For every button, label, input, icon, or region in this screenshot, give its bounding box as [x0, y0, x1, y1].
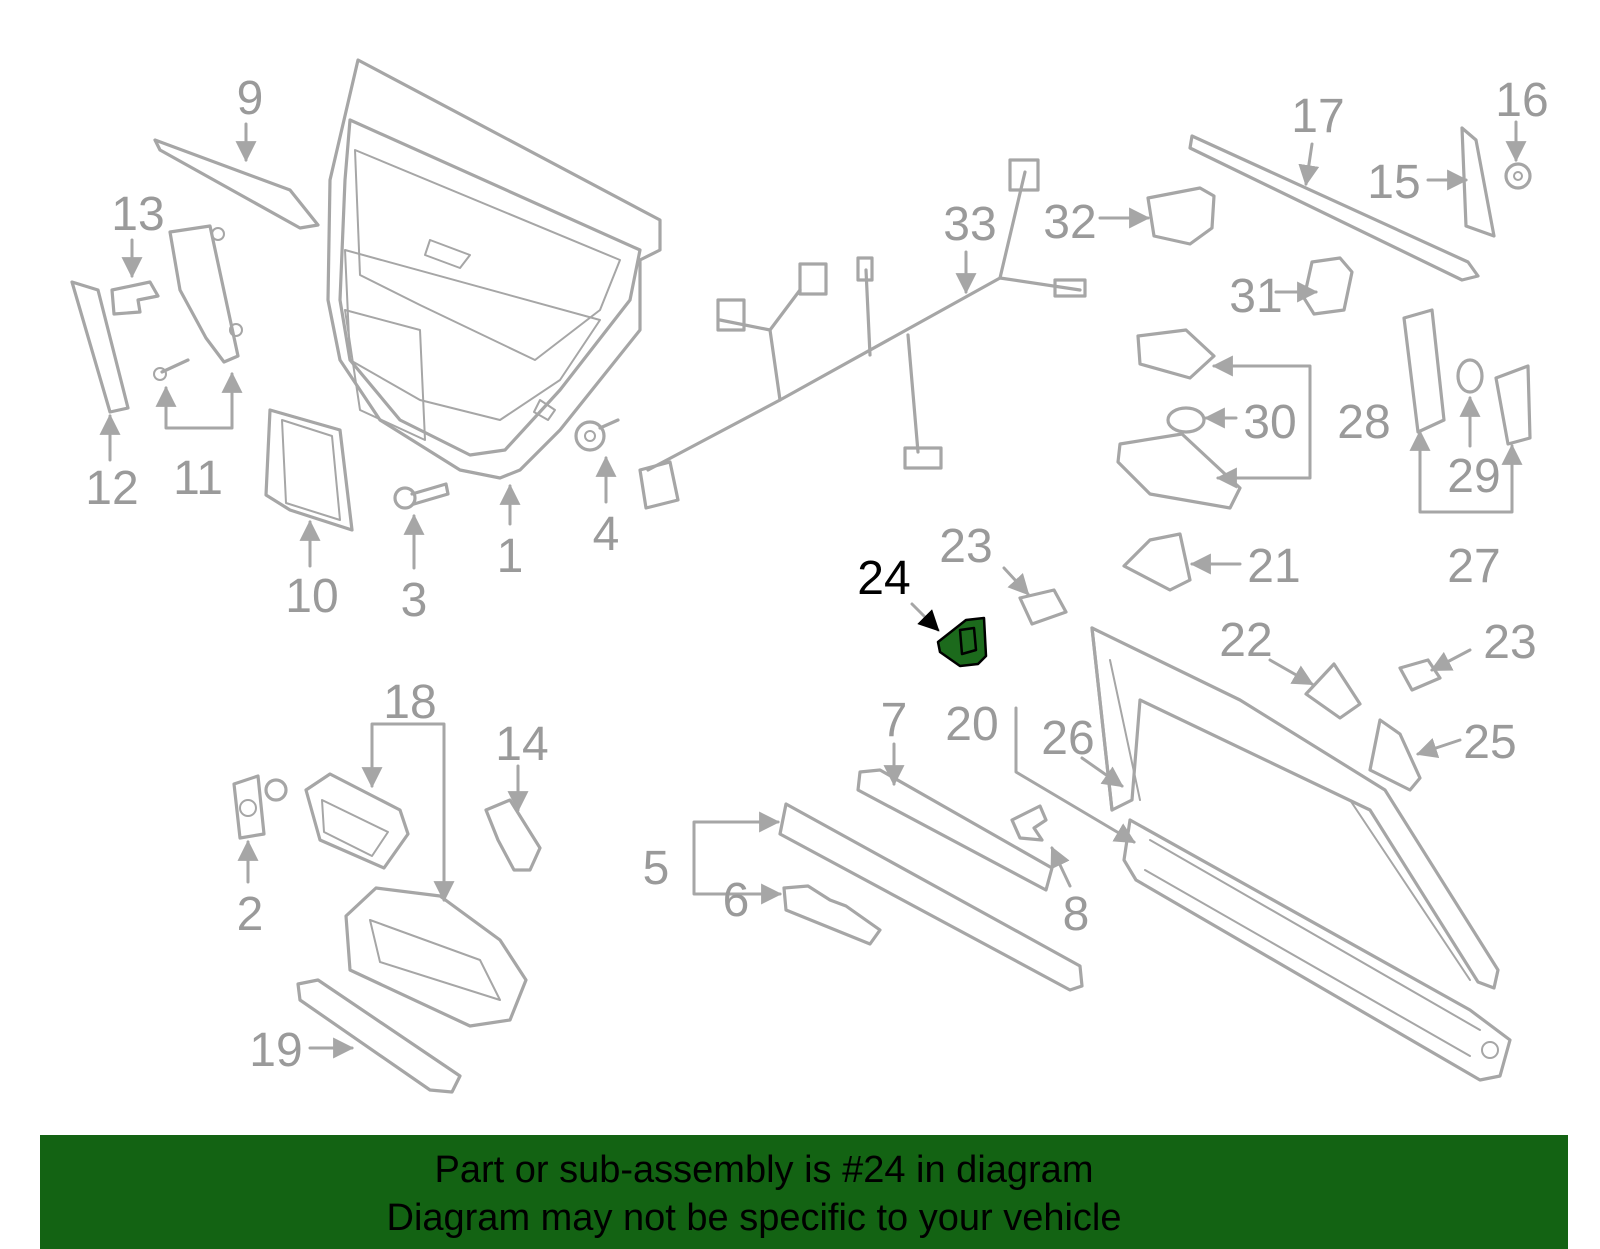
part-21-clip: [1122, 532, 1192, 592]
part-15-trim: [1460, 126, 1496, 238]
callout-13: 13: [111, 188, 164, 241]
callout-6: 6: [723, 874, 750, 927]
part-7-strip: [856, 768, 1054, 892]
callout-8: 8: [1063, 888, 1090, 941]
part-25-bracket: [1368, 718, 1422, 792]
part-5-rail: [778, 802, 1084, 992]
part-13-clip: [110, 280, 160, 316]
info-banner: Part or sub-assembly is #24 in diagram D…: [40, 1135, 1568, 1249]
leader-lines: [99, 120, 1527, 1059]
part-8-seal: [1010, 804, 1048, 842]
part-3-screw: [393, 482, 450, 510]
part-2-clip: [232, 774, 288, 840]
callout-7: 7: [881, 694, 908, 747]
callout-29: 29: [1447, 450, 1500, 503]
callout-25: 25: [1463, 716, 1516, 769]
part-22-guide: [1304, 662, 1362, 720]
callout-23: 23: [939, 520, 992, 573]
callout-5: 5: [643, 842, 670, 895]
callout-1: 1: [497, 530, 524, 583]
callout-17: 17: [1291, 90, 1344, 143]
callout-21: 21: [1247, 540, 1300, 593]
callout-19: 19: [249, 1024, 302, 1077]
callout-31: 31: [1229, 270, 1282, 323]
part-11-handle-bracket: [153, 224, 243, 381]
part-12-trim-strip: [70, 280, 130, 414]
callout-32: 32: [1043, 196, 1096, 249]
callout-18: 18: [383, 676, 436, 729]
callout-labels: 1 2 3 4 5 6 7 8 9 10 11 12 13 14 15 16 1…: [85, 72, 1548, 1077]
part-23-pad-right: [1398, 658, 1442, 692]
callout-28: 28: [1337, 396, 1390, 449]
part-23-pad: [1018, 588, 1068, 626]
part-10-cover: [264, 408, 354, 532]
callout-27: 27: [1447, 540, 1500, 593]
callout-23-right: 23: [1483, 616, 1536, 669]
callout-11: 11: [173, 452, 223, 505]
callout-14: 14: [495, 718, 548, 771]
part-31-switch: [1302, 256, 1354, 316]
callout-24-highlighted: 24: [857, 552, 910, 605]
callout-12: 12: [85, 462, 138, 515]
part-19-panel: [296, 978, 462, 1094]
part-1-door-trim-panel: [326, 58, 662, 480]
callout-10: 10: [285, 570, 338, 623]
callout-3: 3: [401, 574, 428, 627]
callout-30: 30: [1243, 396, 1296, 449]
part-17-strip: [1188, 134, 1480, 282]
part-24-highlighted: [936, 616, 988, 668]
callout-33: 33: [943, 198, 996, 251]
banner-line-disclaimer: Diagram may not be specific to your vehi…: [386, 1197, 1122, 1239]
callout-26: 26: [1041, 712, 1094, 765]
callout-20: 20: [945, 698, 998, 751]
banner-line-part-info: Part or sub-assembly is #24 in diagram: [434, 1149, 1094, 1191]
callout-16: 16: [1495, 74, 1548, 127]
part-32-switch: [1146, 186, 1216, 246]
callout-22: 22: [1219, 614, 1272, 667]
part-27-lamp-housing: [1402, 308, 1532, 446]
part-26-sunshade: [1090, 626, 1512, 1082]
part-9-trim-strip: [153, 138, 320, 230]
part-16-clip: [1504, 162, 1532, 190]
part-4-clip: [574, 418, 620, 452]
part-6-bracket: [782, 884, 882, 946]
part-33-wiring-harness: [638, 158, 1087, 510]
callout-4: 4: [593, 508, 620, 561]
callout-2: 2: [237, 888, 264, 941]
callout-9: 9: [237, 72, 264, 125]
callout-15: 15: [1367, 156, 1420, 209]
part-14-knob: [484, 798, 542, 872]
part-18-storage-box: [304, 772, 528, 1028]
